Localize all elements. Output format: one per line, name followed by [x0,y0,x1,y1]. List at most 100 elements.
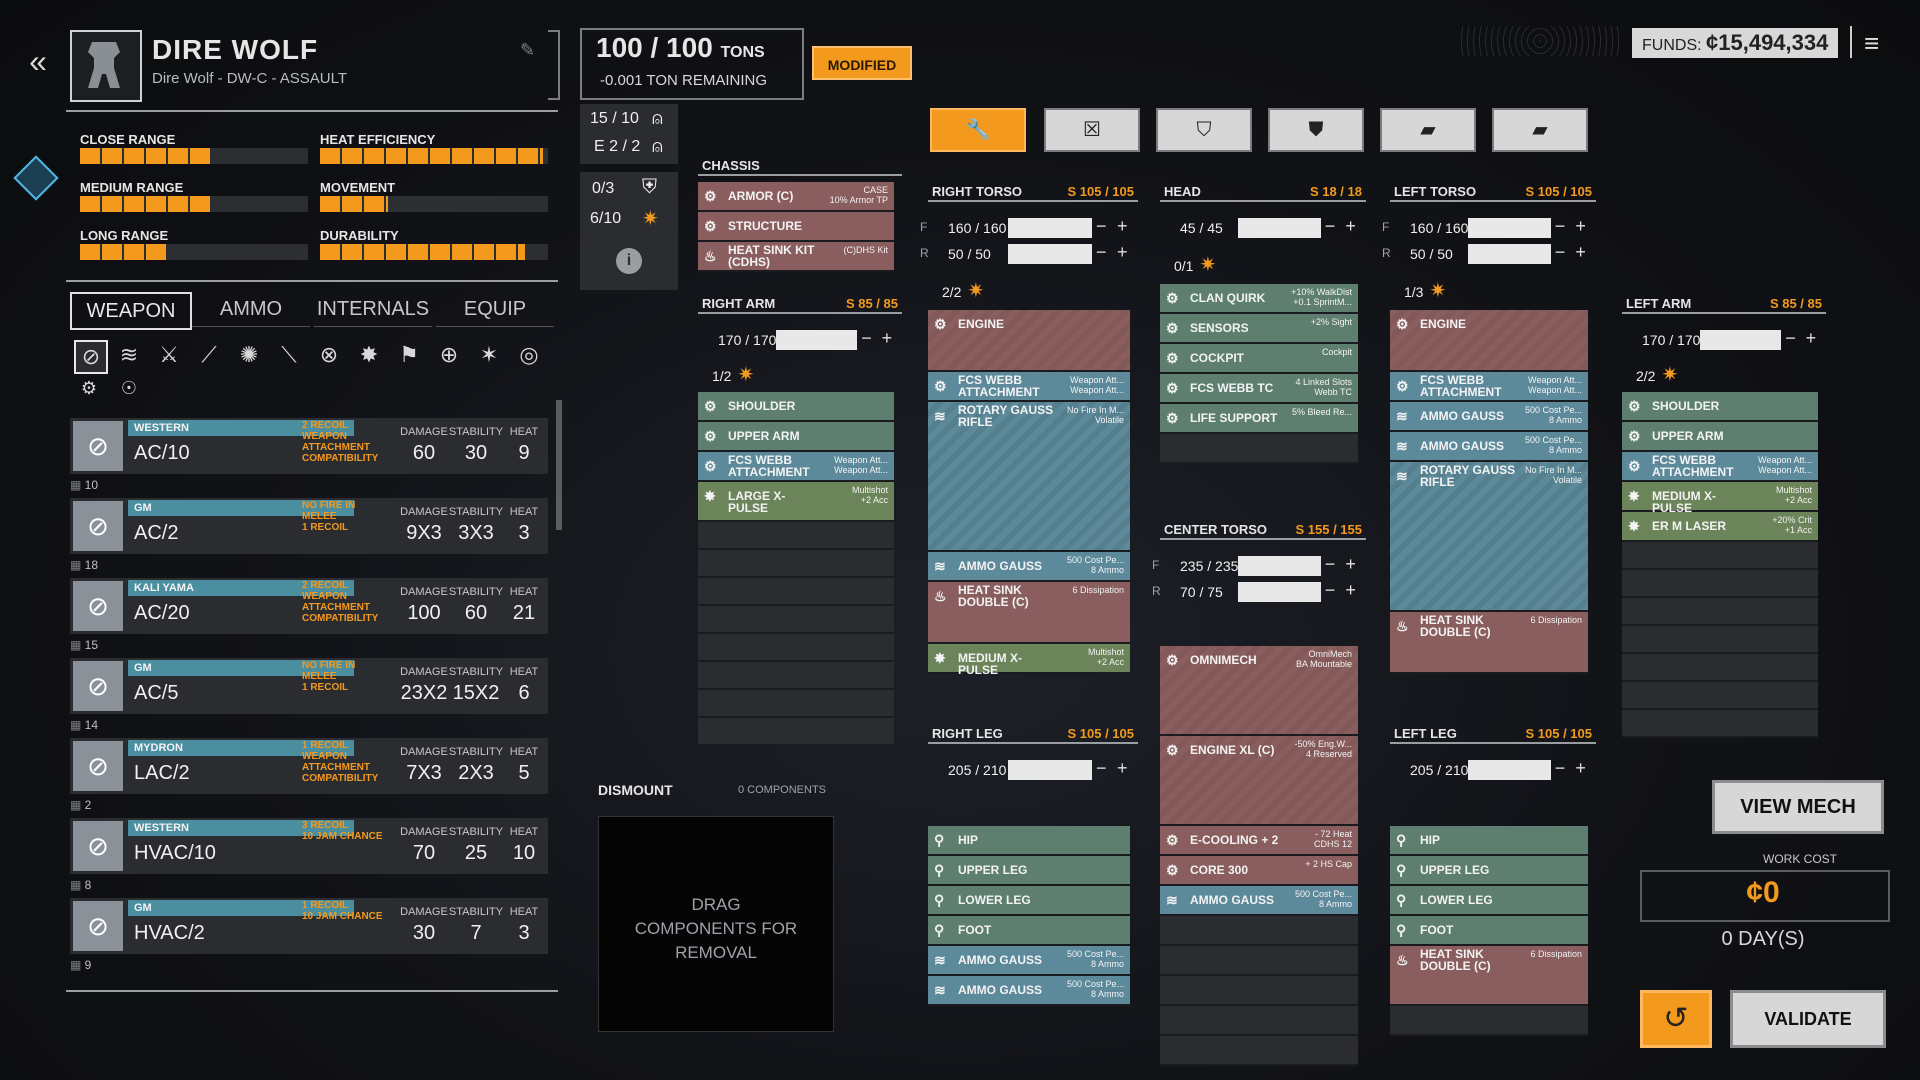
empty-slot[interactable] [698,634,894,662]
armor-slider[interactable] [1007,244,1092,264]
menu-icon[interactable]: ≡ [1864,28,1880,58]
edit-name-icon[interactable]: ✎ [520,40,536,60]
armor-increase-button[interactable]: + [1117,216,1128,236]
tab-weapon[interactable]: WEAPON [70,292,192,330]
empty-slot[interactable] [698,662,894,690]
component-slot[interactable]: ⚲LOWER LEG [928,886,1130,916]
max-armor-button[interactable]: ⛊ [1268,108,1364,152]
armor-slider[interactable] [1468,244,1551,264]
component-slot[interactable]: ⚙CLAN QUIRK+10% WalkDist+0.1 SprintM... [1160,284,1358,314]
armor-decrease-button[interactable]: − [1096,242,1107,262]
armor-slider[interactable] [1468,218,1551,238]
empty-slot[interactable] [1160,916,1358,946]
armor-slider[interactable] [1007,218,1092,238]
component-slot[interactable]: ⚙ENGINE [1390,310,1588,372]
empty-slot[interactable] [1390,1006,1588,1036]
armor-increase-button[interactable]: + [1575,216,1586,236]
empty-slot[interactable] [1160,434,1358,464]
empty-slot[interactable] [1622,710,1818,738]
armor-increase-button[interactable]: + [1805,328,1817,348]
artillery-icon[interactable]: ⚑ [399,342,419,367]
component-slot[interactable]: ⚙CORE 300+ 2 HS Cap [1160,856,1358,886]
empty-slot[interactable] [1622,654,1818,682]
component-slot[interactable]: ♨HEAT SINK DOUBLE (C)6 Dissipation [1390,946,1588,1006]
armor-decrease-button[interactable]: − [1096,758,1107,778]
armor-increase-button[interactable]: + [1345,580,1356,600]
armor-slider[interactable] [1238,582,1321,602]
component-slot[interactable]: ⚙STRUCTURE [698,212,894,242]
armor-increase-button[interactable]: + [1345,216,1356,236]
component-slot[interactable]: ⚙UPPER ARM [1622,422,1818,452]
repair-tool-button[interactable]: 🔧 [930,108,1026,152]
component-slot[interactable]: ⚲FOOT [1390,916,1588,946]
back-button[interactable]: « [29,43,47,79]
undo-button[interactable]: ↺ [1640,990,1712,1048]
component-slot[interactable]: ⚙SHOULDER [698,392,894,422]
laser-icon[interactable]: ⟍ [281,342,297,367]
armor-increase-button[interactable]: + [1575,242,1586,262]
melee-icon[interactable]: ⚔ [159,342,179,367]
targeting-icon[interactable]: ⊕ [439,342,459,367]
component-slot[interactable]: ⚙SENSORS+2% Sight [1160,314,1358,344]
empty-slot[interactable] [1160,1036,1358,1066]
energy-burst-icon[interactable]: ✺ [239,342,259,367]
empty-slot[interactable] [698,690,894,718]
tab-internals[interactable]: INTERNALS [314,292,432,327]
armor-decrease-button[interactable]: − [1785,328,1796,348]
battle-armor-icon[interactable]: ⚙ [80,378,98,398]
component-slot[interactable]: ♨HEAT SINK DOUBLE (C)6 Dissipation [1390,612,1588,674]
crosshair-icon[interactable]: ◎ [519,342,539,367]
armor-decrease-button[interactable]: − [1324,580,1336,600]
empty-slot[interactable] [1160,946,1358,976]
missile-icon[interactable]: ≋ [119,342,139,367]
armor-slider[interactable] [1699,330,1782,350]
armor-decrease-button[interactable]: − [1554,758,1566,778]
tab-equip[interactable]: EQUIP [436,292,554,327]
armor-decrease-button[interactable]: − [1096,216,1107,236]
empty-slot[interactable] [1622,682,1818,710]
component-slot[interactable]: ⚲HIP [1390,826,1588,856]
armor-decrease-button[interactable]: − [1554,216,1566,236]
component-slot[interactable]: ♨HEAT SINK DOUBLE (C)6 Dissipation [928,582,1130,644]
armor-decrease-button[interactable]: − [1324,216,1336,236]
component-slot[interactable]: ⚙ENGINE XL (C)-50% Eng.W...4 Reserved [1160,736,1358,826]
armor-slider[interactable] [1238,218,1321,238]
armor-slider[interactable] [1238,556,1321,576]
all-weapons-icon[interactable]: ⊘ [74,340,108,374]
empty-slot[interactable] [698,718,894,746]
armor-decrease-button[interactable]: − [1324,554,1336,574]
component-slot[interactable]: ✸ER M LASER+20% Crit+1 Acc [1622,512,1818,542]
tab-ammo[interactable]: AMMO [192,292,310,327]
support-icon[interactable]: ✶ [479,342,499,367]
empty-slot[interactable] [1622,598,1818,626]
armor-increase-button[interactable]: + [1575,758,1586,778]
component-slot[interactable]: ⚲UPPER LEG [928,856,1130,886]
empty-slot[interactable] [1622,542,1818,570]
armor-increase-button[interactable]: + [881,328,893,348]
armor-decrease-button[interactable]: − [1554,242,1566,262]
empty-slot[interactable] [698,550,894,578]
component-slot[interactable]: ⚲LOWER LEG [1390,886,1588,916]
